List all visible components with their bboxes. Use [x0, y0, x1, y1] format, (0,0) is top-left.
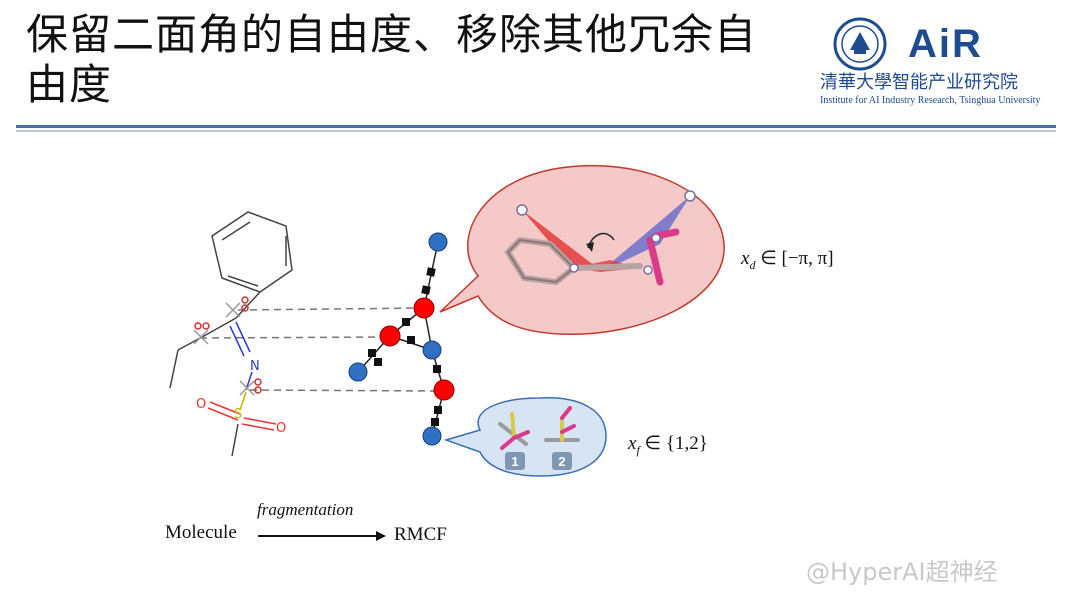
fragment-option-2-icon: [544, 406, 580, 442]
option-1-badge: [505, 452, 525, 470]
rmcf-blue-node: [428, 232, 448, 252]
scissors-icon: [225, 296, 249, 318]
flow-target-label: RMCF: [394, 524, 447, 545]
rmcf-red-node: [433, 379, 455, 401]
atom-nitrogen-label: N: [250, 359, 260, 374]
dihedral-bubble: [439, 164, 725, 336]
molecule-skeleton: [169, 211, 293, 457]
tsinghua-seal-icon: [833, 17, 887, 71]
fragment-option-1-icon: [498, 412, 530, 450]
rmcf-blue-node: [422, 426, 442, 446]
option-2-badge-label: 2: [558, 454, 565, 469]
rmcf-blue-node: [422, 340, 442, 360]
atom-sulfur-label: S: [234, 407, 242, 422]
rmcf-red-node: [379, 325, 401, 347]
dashed-link-line: [237, 307, 424, 311]
rmcf-red-node: [413, 297, 435, 319]
rmcf-graph-edge-markers: [368, 267, 442, 426]
scissors-icon: [193, 322, 210, 345]
option-1-badge-label: 1: [511, 454, 518, 469]
fragment-bubble: [443, 397, 607, 477]
flow-arrow-label: fragmentation: [257, 500, 354, 519]
flow-source-label: Molecule: [165, 522, 237, 543]
dashed-link-line: [199, 336, 387, 339]
header-divider: [16, 125, 1056, 128]
dihedral-3d-view: [504, 190, 696, 286]
scissors-icon: [239, 378, 262, 396]
air-brand-text: AiR: [908, 22, 983, 66]
arrow-head-icon: [376, 531, 386, 541]
atom-oxygen-label: O: [276, 421, 286, 436]
benzene-ring: [211, 211, 293, 293]
fragment-domain-label: xf ∈ {1,2}: [628, 433, 708, 457]
dashed-link-line: [249, 389, 441, 392]
header-divider-thin: [16, 130, 1056, 132]
institute-en-name: Institute for AI Industry Research, Tsin…: [820, 95, 1041, 106]
institute-cn-name: 清華大學智能产业研究院: [820, 72, 1018, 93]
rmcf-blue-node: [348, 362, 368, 382]
atom-oxygen-label: O: [196, 397, 206, 412]
dihedral-domain-label: xd ∈ [−π, π]: [741, 248, 834, 272]
institute-logo: AiR 清華大學智能产业研究院 Institute for AI Industr…: [820, 10, 1060, 110]
option-2-badge: [552, 452, 572, 470]
watermark: @HyperAI超神经: [806, 558, 998, 586]
slide-title: 保留二面角的自由度、移除其他冗余自由度: [26, 10, 758, 109]
